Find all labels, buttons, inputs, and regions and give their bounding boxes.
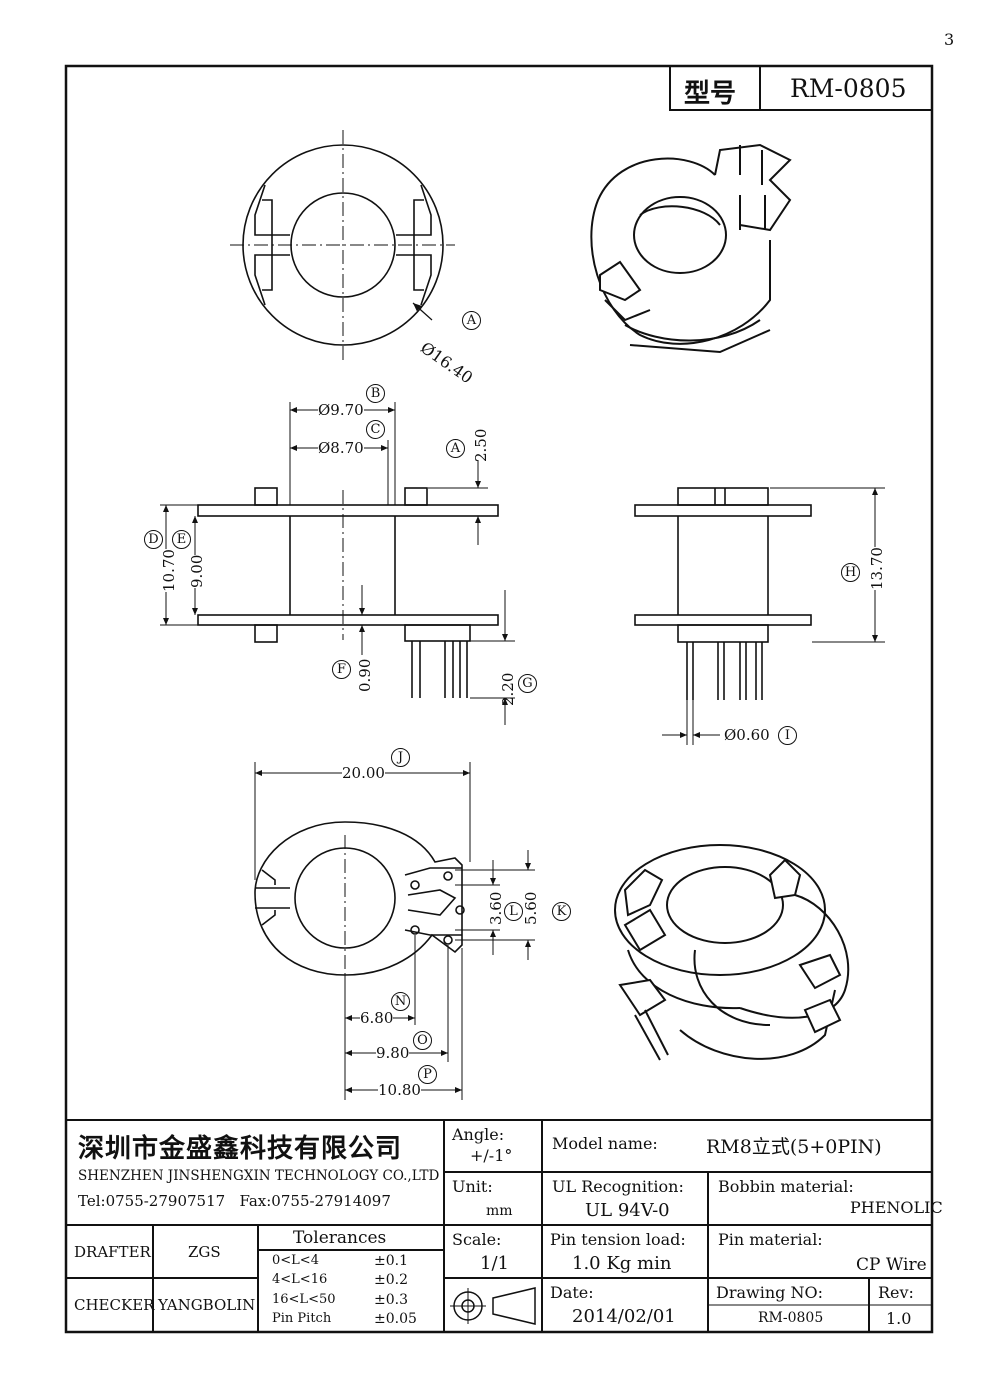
model-name-label: Model name: (552, 1134, 658, 1153)
tolerance-value-2: ±0.2 (374, 1272, 408, 1288)
dim-a2-letter: A (446, 439, 465, 458)
dim-f-letter: F (332, 660, 351, 679)
pin-material-value: CP Wire (856, 1255, 927, 1275)
tolerance-range-1: 0<L<4 (272, 1253, 319, 1268)
tolerance-value-1: ±0.1 (374, 1253, 408, 1269)
dim-b-letter: B (366, 384, 385, 403)
tolerances-title: Tolerances (293, 1228, 387, 1248)
model-name-value: RM8立式(5+0PIN) (706, 1136, 882, 1158)
model-box-label: 型号 (684, 79, 737, 109)
dim-h-letter: H (841, 563, 860, 582)
company-contact: Tel:0755-27907517 Fax:0755-27914097 (78, 1192, 391, 1210)
unit-value: mm (486, 1203, 513, 1219)
pin-tension-label: Pin tension load: (550, 1230, 686, 1249)
dim-l-letter: L (504, 902, 523, 921)
company-name-cn: 深圳市金盛鑫科技有限公司 (78, 1134, 403, 1164)
dim-c-letter: C (366, 420, 385, 439)
rev-label: Rev: (878, 1283, 914, 1302)
pin-tension-value: 1.0 Kg min (572, 1253, 672, 1274)
scale-value: 1/1 (480, 1253, 509, 1274)
dim-a2-value: 2.50 (472, 428, 490, 462)
dim-h-value: 13.70 (868, 547, 886, 590)
rev-value: 1.0 (886, 1309, 912, 1328)
isometric-view-bottom (614, 844, 850, 1061)
tolerance-range-3: 16<L<50 (272, 1292, 336, 1307)
dim-g-letter: G (518, 674, 537, 693)
top-view (230, 130, 455, 360)
scale-label: Scale: (452, 1230, 502, 1249)
dim-e-letter: E (172, 530, 191, 549)
ul-label: UL Recognition: (552, 1177, 684, 1196)
dim-b-value: Ø9.70 (318, 401, 364, 419)
dim-d-value: 10.70 (160, 549, 178, 592)
angle-label: Angle: (452, 1125, 505, 1144)
drawing-no-value: RM-0805 (758, 1310, 824, 1326)
page-mark: 3 (944, 30, 955, 49)
pin-material-label: Pin material: (718, 1230, 823, 1249)
dim-k-letter: K (552, 902, 571, 921)
dim-o-value: 9.80 (376, 1044, 410, 1062)
model-box-value: RM-0805 (790, 74, 907, 103)
title-block-grid (66, 1119, 932, 1332)
dim-o-letter: O (413, 1031, 432, 1050)
dim-l-value: 3.60 (487, 891, 505, 925)
drafter-value: ZGS (188, 1243, 221, 1261)
tolerance-value-4: ±0.05 (374, 1311, 417, 1327)
dim-c-value: Ø8.70 (318, 439, 364, 457)
company-name-en: SHENZHEN JINSHENGXIN TECHNOLOGY CO.,LTD (78, 1168, 440, 1184)
dim-a-letter: A (462, 311, 481, 330)
dim-j-letter: J (391, 748, 410, 767)
bobbin-material-value: PHENOLIC (850, 1198, 943, 1217)
ul-value: UL 94V-0 (585, 1200, 670, 1221)
date-label: Date: (550, 1283, 594, 1302)
dim-e-value: 9.00 (188, 554, 206, 588)
bobbin-material-label: Bobbin material: (718, 1177, 854, 1196)
dim-i-letter: I (778, 726, 797, 745)
dim-i-value: Ø0.60 (724, 726, 770, 744)
dim-p-value: 10.80 (378, 1081, 421, 1099)
dim-f-value: 0.90 (356, 658, 374, 692)
drawing-no-label: Drawing NO: (716, 1283, 823, 1302)
dim-k-value: 5.60 (522, 891, 540, 925)
date-value: 2014/02/01 (572, 1306, 676, 1327)
tolerance-value-3: ±0.3 (374, 1292, 408, 1308)
unit-label: Unit: (452, 1177, 493, 1196)
dim-n-letter: N (391, 992, 410, 1011)
tolerance-range-2: 4<L<16 (272, 1272, 328, 1287)
dim-j-value: 20.00 (342, 764, 385, 782)
bottom-view (254, 762, 535, 1100)
checker-value: YANGBOLIN (158, 1296, 256, 1314)
isometric-view-top (590, 143, 792, 354)
angle-value: +/-1° (470, 1146, 513, 1165)
dim-p-letter: P (418, 1065, 437, 1084)
dim-n-value: 6.80 (360, 1009, 394, 1027)
drafter-label: DRAFTER (74, 1243, 151, 1261)
front-view (160, 402, 515, 725)
dim-d-letter: D (144, 530, 163, 549)
checker-label: CHECKER (74, 1296, 155, 1314)
tolerance-range-4: Pin Pitch (272, 1311, 332, 1326)
dim-g-value: 2.20 (499, 672, 517, 706)
side-view (634, 487, 885, 745)
